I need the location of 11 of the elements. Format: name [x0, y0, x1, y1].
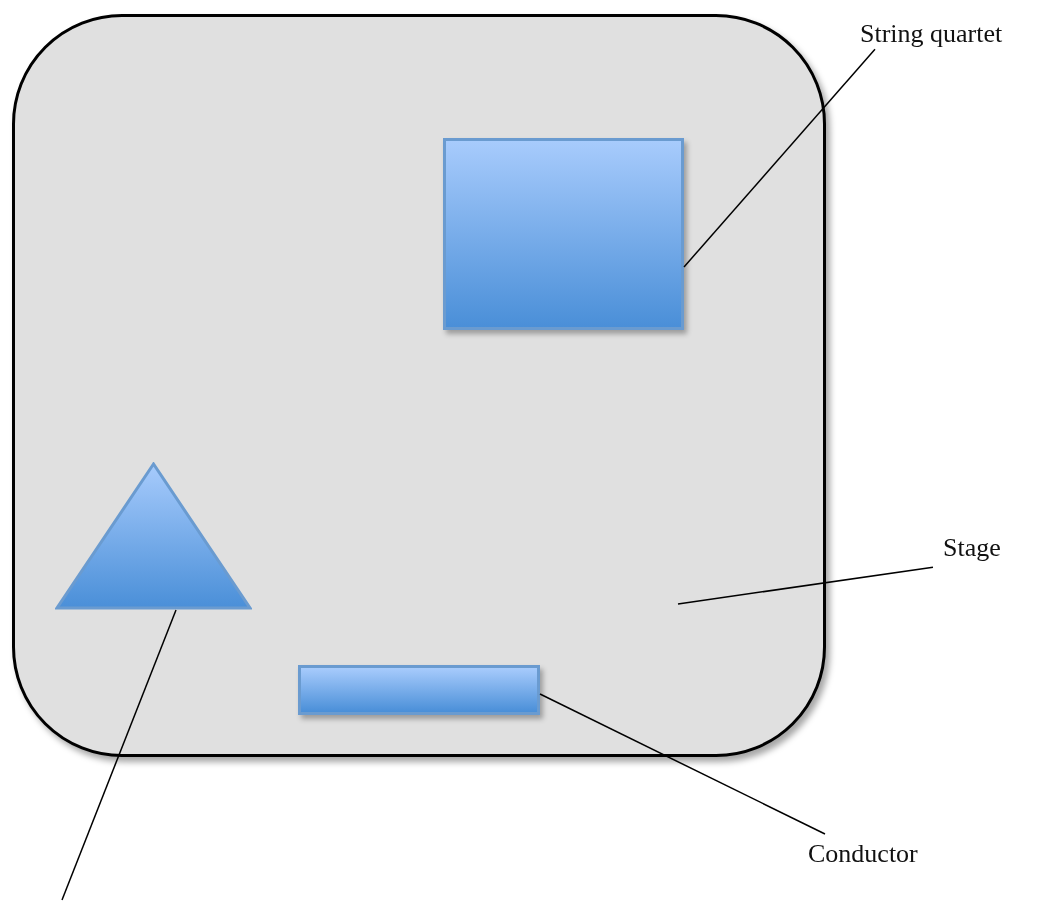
- part-label: String quartet: [860, 18, 1003, 50]
- part-label: Conductor: [808, 838, 918, 870]
- leader-line: [61, 609, 177, 901]
- rectangle-shape: [443, 138, 684, 330]
- triangle-shape: [55, 462, 252, 610]
- part-label: Stage: [943, 532, 1001, 564]
- bar-shape: [298, 665, 540, 715]
- leader-line: [683, 48, 876, 268]
- leader-line: [677, 566, 934, 605]
- stage-area: [12, 14, 826, 757]
- leader-line: [539, 693, 826, 835]
